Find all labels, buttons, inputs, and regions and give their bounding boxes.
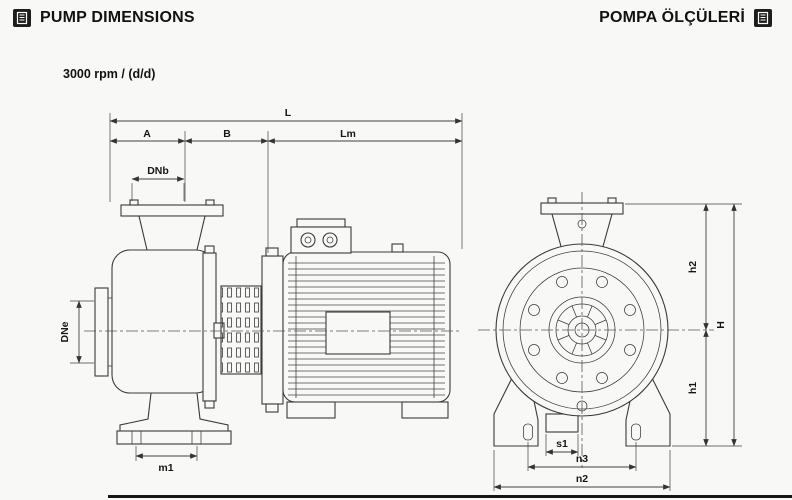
dimension-lines-side: L A B Lm DNb DNe m1 <box>59 107 463 474</box>
document-icon-right <box>754 9 772 27</box>
pump-side-view <box>84 199 460 445</box>
dim-label-L: L <box>285 107 292 119</box>
discharge-flange <box>120 204 224 217</box>
motor-foot-rear <box>401 401 449 419</box>
pump-front-view <box>478 192 714 468</box>
motor-foot-front <box>286 401 336 419</box>
bottom-rule <box>108 495 792 498</box>
header-left: PUMP DIMENSIONS <box>13 9 195 27</box>
suction-flange <box>94 287 109 377</box>
volute-casing <box>111 249 215 394</box>
dim-label-B: B <box>223 128 231 140</box>
dim-label-DNb: DNb <box>147 165 169 177</box>
motor-flange <box>261 255 284 405</box>
rpm-subtitle: 3000 rpm / (d/d) <box>63 67 156 81</box>
dim-label-s1: s1 <box>556 438 568 450</box>
discharge-neck <box>138 215 206 251</box>
motor-nameplate <box>325 311 391 355</box>
dimension-lines-front: h2 h1 H s1 n3 n2 <box>493 203 742 491</box>
lifting-eye <box>391 243 404 253</box>
header-right: POMPA ÖLÇÜLERİ <box>599 9 772 27</box>
document-icon-left <box>13 9 31 27</box>
dim-label-DNe: DNe <box>59 321 71 342</box>
dim-label-H: H <box>715 321 727 329</box>
page-title-en: PUMP DIMENSIONS <box>40 9 195 26</box>
dim-label-n2: n2 <box>576 473 588 485</box>
terminal-box <box>290 226 352 254</box>
dim-label-h2: h2 <box>687 261 699 273</box>
coupling-guard <box>220 285 262 375</box>
dim-label-h1: h1 <box>687 382 699 394</box>
page-title-tr: POMPA ÖLÇÜLERİ <box>599 9 745 26</box>
dim-label-m1: m1 <box>158 462 173 474</box>
dim-label-Lm: Lm <box>340 128 356 140</box>
base-plate <box>116 430 232 445</box>
dim-label-A: A <box>143 128 151 140</box>
bottom-boss <box>545 413 579 433</box>
dim-label-n3: n3 <box>576 453 588 465</box>
